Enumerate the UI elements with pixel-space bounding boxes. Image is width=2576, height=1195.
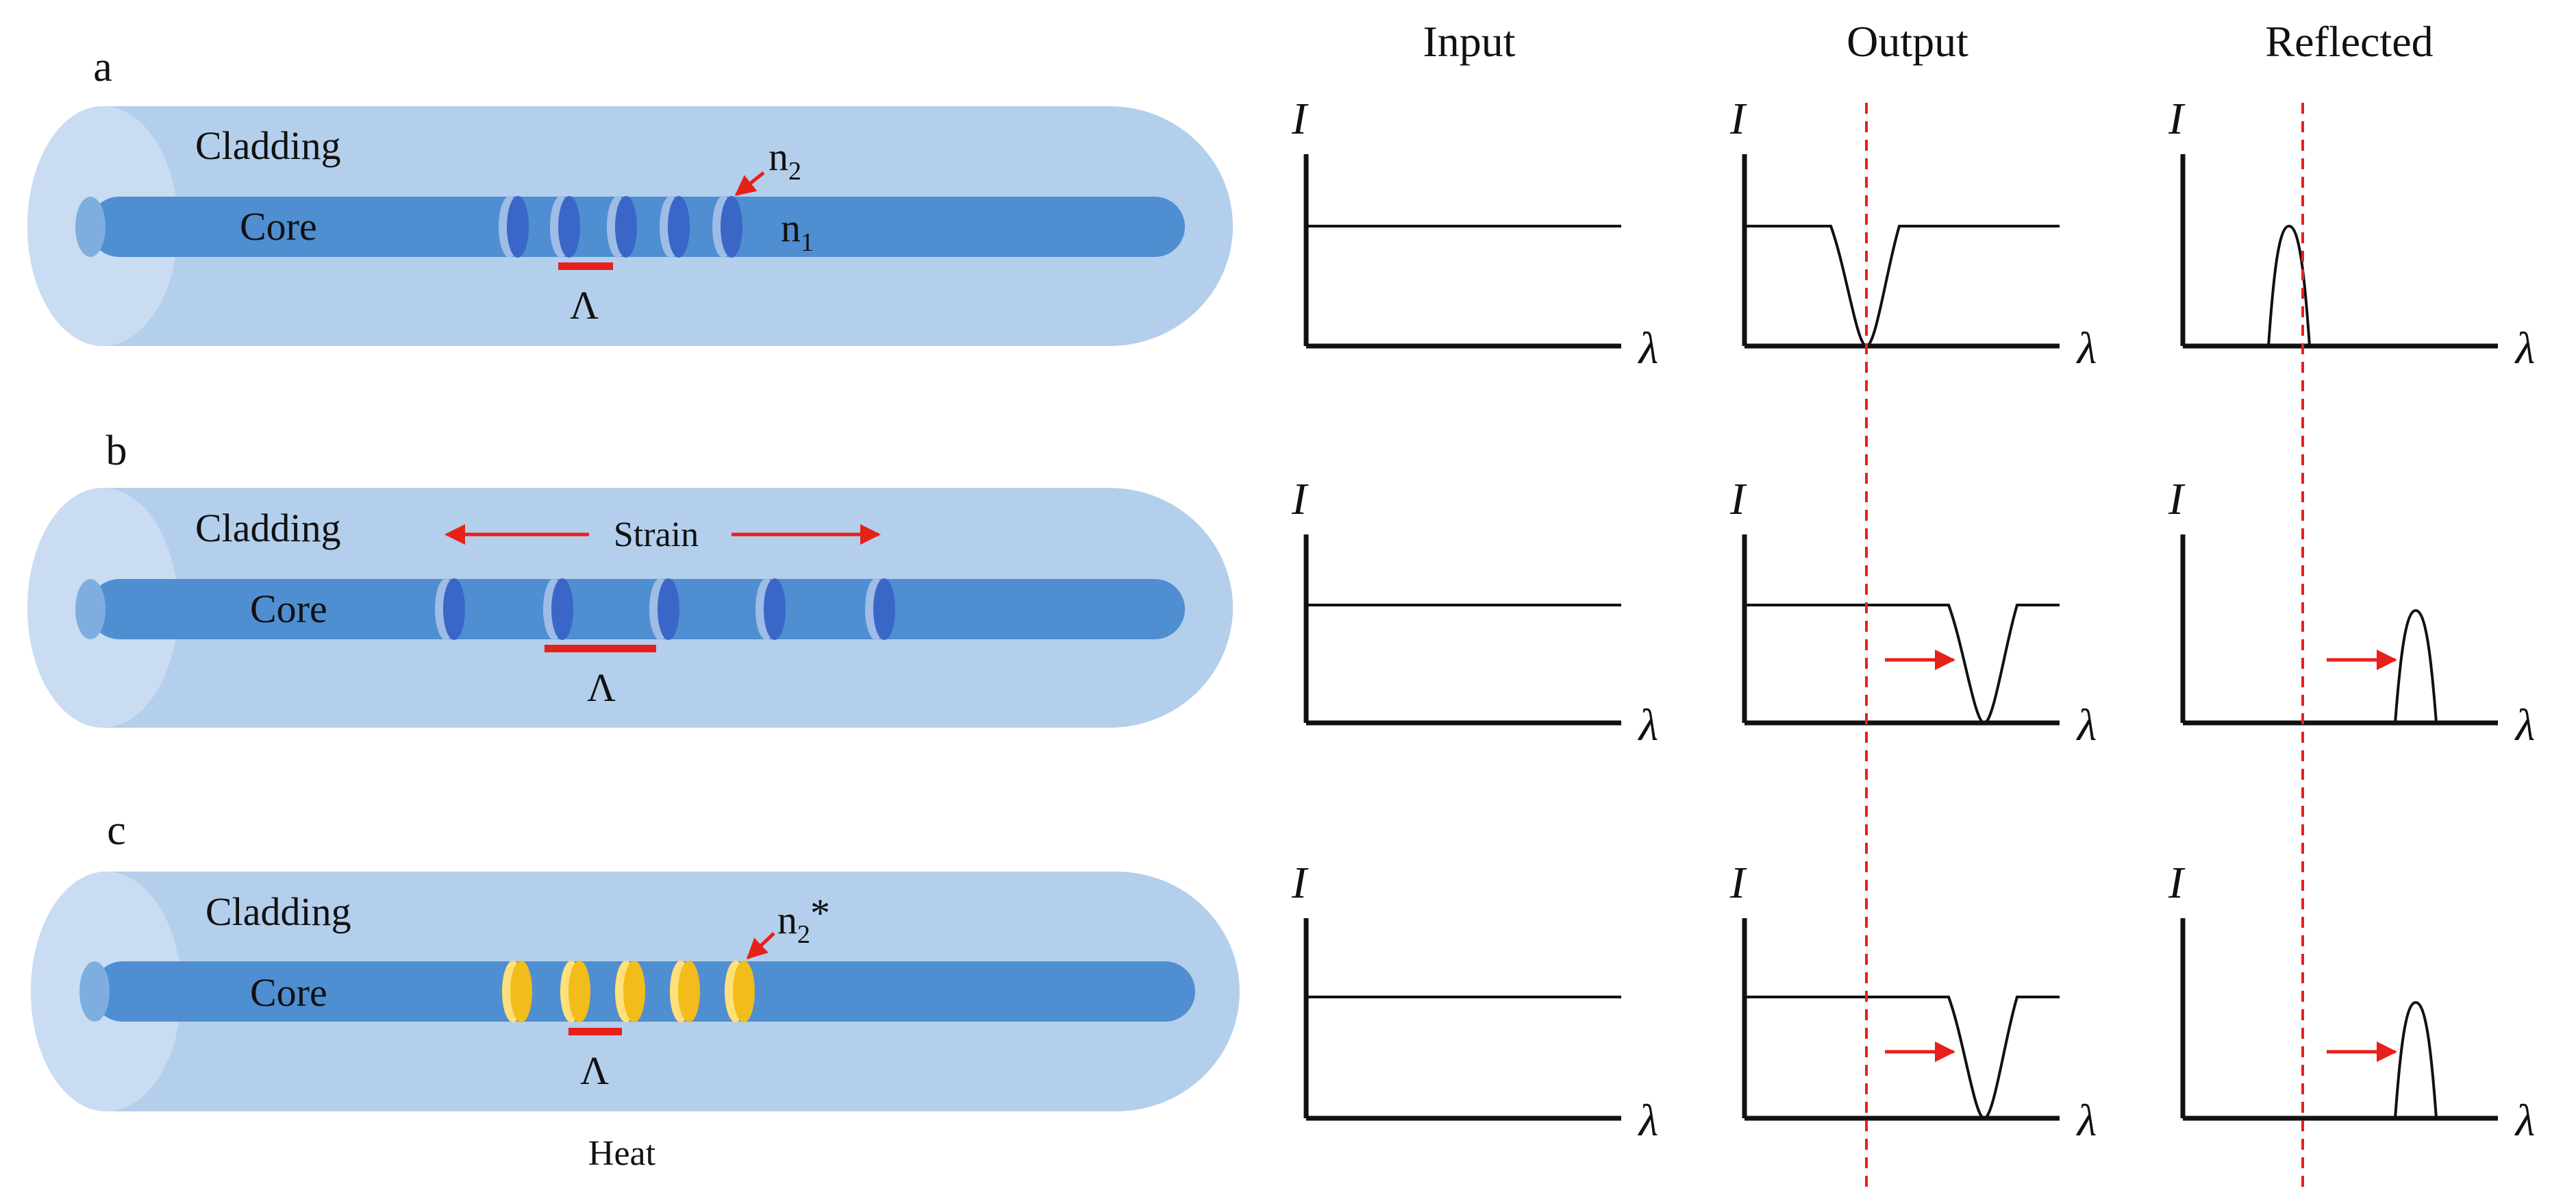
x-axis-label: λ — [1638, 1096, 1659, 1146]
grating-a-stripe — [712, 196, 742, 258]
period-bar-b — [545, 645, 656, 652]
x-axis-label: λ — [2514, 700, 2536, 750]
cladding-label-c: Cladding — [205, 889, 351, 934]
plot-reflected-1: Iλ — [2168, 94, 2535, 373]
core-label-c: Core — [250, 970, 327, 1015]
spectrum-curve — [2183, 608, 2498, 724]
header-reflected: Reflected — [2265, 17, 2433, 66]
y-axis-label: I — [1291, 474, 1309, 524]
grating-c — [502, 961, 755, 1022]
core-end-c — [79, 961, 110, 1022]
y-axis-label: I — [2168, 474, 2186, 524]
plot-reflected-3: Iλ — [2168, 858, 2535, 1146]
core-end-a — [75, 197, 105, 257]
cladding-label-b: Cladding — [195, 506, 341, 550]
grating-a-stripe — [550, 196, 580, 258]
panel-a-letter: a — [93, 44, 112, 90]
period-bar-a — [558, 262, 613, 270]
grating-b-stripe — [543, 578, 573, 640]
y-axis-label: I — [2168, 94, 2186, 144]
y-axis-label: I — [1291, 94, 1309, 144]
plot-output-1: Iλ — [1729, 94, 2097, 373]
index-arrow-c — [746, 932, 775, 960]
grating-a-stripe — [660, 196, 690, 258]
y-axis-label: I — [1729, 474, 1747, 524]
grating-c-stripe — [615, 961, 645, 1022]
y-axis-label: I — [1729, 858, 1747, 908]
grating-b-stripe — [435, 578, 465, 640]
y-axis-label: I — [1729, 94, 1747, 144]
cladding-label-a: Cladding — [195, 123, 341, 168]
strain-label: Strain — [614, 515, 699, 554]
x-axis-label: λ — [2514, 323, 2536, 373]
panel-b-letter: b — [106, 428, 127, 474]
period-bar-c — [568, 1028, 622, 1035]
grating-b-stripe — [865, 578, 895, 640]
plot-input-3: Iλ — [1291, 858, 1658, 1146]
plot-output-3: Iλ — [1729, 858, 2097, 1146]
x-axis-label: λ — [2076, 700, 2097, 750]
panel-b: b Cladding Core Λ Strain — [27, 428, 1233, 728]
grating-a — [499, 196, 742, 258]
x-axis-label: λ — [2514, 1096, 2536, 1146]
plot-input-1: Iλ — [1291, 94, 1658, 373]
header-input: Input — [1423, 17, 1515, 66]
panel-a: a Cladding Core Λ n2 n1 — [27, 44, 1233, 346]
plot-output-2: Iλ — [1729, 474, 2097, 750]
panel-c-letter: c — [107, 807, 126, 854]
grating-b-stripe — [649, 578, 679, 640]
core-b — [89, 579, 1185, 639]
spectrum-curve — [1745, 225, 2060, 348]
period-label-b: Λ — [587, 665, 616, 710]
spectrum-curve — [1745, 604, 2060, 725]
grating-index-a: n2 — [768, 134, 801, 186]
plot-reflected-2: Iλ — [2168, 474, 2535, 750]
y-axis-label: I — [2168, 858, 2186, 908]
x-axis-label: λ — [1638, 323, 1659, 373]
grating-c-stripe — [725, 961, 755, 1022]
heat-label: Heat — [588, 1134, 656, 1173]
spectrum-curve — [1745, 996, 2060, 1120]
core-label-a: Core — [240, 204, 317, 249]
grating-index-c: n2* — [777, 891, 830, 949]
x-axis-label: λ — [2076, 323, 2097, 373]
spectrum-curve — [2183, 1000, 2498, 1120]
grating-a-stripe — [607, 196, 637, 258]
x-axis-label: λ — [2076, 1096, 2097, 1146]
grating-a-stripe — [499, 196, 529, 258]
grating-b — [435, 578, 895, 640]
panel-c: c Cladding Core Λ n2* Heat — [31, 807, 1240, 1173]
index-arrow-a — [734, 171, 765, 196]
period-label-a: Λ — [570, 283, 599, 328]
spectrum-curve — [2183, 224, 2498, 347]
header-output: Output — [1847, 17, 1968, 66]
plot-input-2: Iλ — [1291, 474, 1658, 750]
grating-b-stripe — [755, 578, 786, 640]
grating-c-stripe — [560, 961, 590, 1022]
y-axis-label: I — [1291, 858, 1309, 908]
core-index-a: n1 — [781, 206, 814, 257]
core-label-b: Core — [250, 587, 327, 631]
period-label-c: Λ — [580, 1048, 609, 1093]
core-end-b — [75, 579, 105, 639]
x-axis-label: λ — [1638, 700, 1659, 750]
grating-c-stripe — [502, 961, 532, 1022]
grating-c-stripe — [670, 961, 700, 1022]
